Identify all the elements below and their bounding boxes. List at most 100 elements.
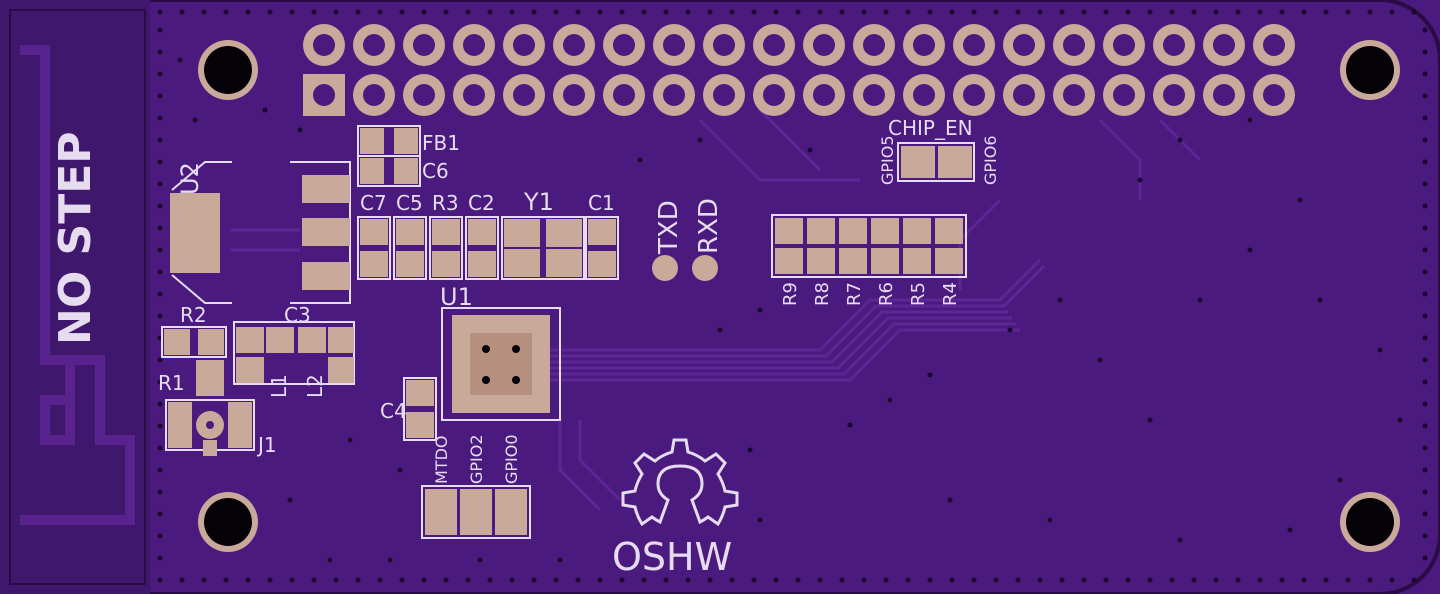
via [795, 577, 801, 583]
via [927, 9, 933, 15]
r9-label: R9 [780, 282, 801, 306]
via [1177, 537, 1183, 543]
c2-label: C2 [468, 191, 495, 215]
header-pin-hole [1013, 34, 1035, 56]
header-pin-hole [763, 34, 785, 56]
via [817, 577, 823, 583]
header-pin-hole [813, 84, 835, 106]
via [1059, 9, 1065, 15]
via [157, 115, 163, 121]
header-pin-hole [563, 34, 585, 56]
via [223, 577, 229, 583]
via [465, 9, 471, 15]
c7-label: C7 [360, 191, 387, 215]
via [1422, 489, 1428, 495]
via [1007, 327, 1013, 333]
via [1057, 297, 1063, 303]
via [157, 71, 163, 77]
via [575, 9, 581, 15]
via [1422, 335, 1428, 341]
via [267, 9, 273, 15]
via [157, 291, 163, 297]
via [993, 577, 999, 583]
header-pin-hole [863, 34, 885, 56]
via [157, 533, 163, 539]
via [1257, 9, 1263, 15]
resistor-pad [775, 218, 803, 244]
via [619, 577, 625, 583]
l2-label: L2 [303, 374, 327, 398]
via [1197, 297, 1203, 303]
via [993, 9, 999, 15]
via [192, 117, 198, 123]
via [773, 577, 779, 583]
via [333, 577, 339, 583]
via [377, 9, 383, 15]
via [883, 9, 889, 15]
via [311, 577, 317, 583]
via [157, 489, 163, 495]
via [773, 9, 779, 15]
via [707, 9, 713, 15]
via [1422, 115, 1428, 121]
via [1422, 27, 1428, 33]
via [729, 577, 735, 583]
resistor-pad [807, 248, 835, 274]
via [157, 467, 163, 473]
resistor-pad [839, 248, 867, 274]
via [553, 577, 559, 583]
r2-label: R2 [180, 303, 207, 327]
gpio5-label: GPIO5 [878, 135, 897, 185]
header-pin-hole [813, 34, 835, 56]
via [157, 93, 163, 99]
via [1323, 577, 1329, 583]
via [157, 511, 163, 517]
via [553, 9, 559, 15]
via [971, 9, 977, 15]
via [1422, 93, 1428, 99]
via [1422, 313, 1428, 319]
header-pin-hole [1163, 84, 1185, 106]
via-field [157, 9, 1428, 583]
via [597, 9, 603, 15]
via [1389, 577, 1395, 583]
resistor-pad [903, 248, 931, 274]
u2-regulator: U2 [170, 161, 351, 304]
header-pin-hole [463, 84, 485, 106]
via [399, 577, 405, 583]
serial-testpoints: TXD RXD [652, 198, 724, 281]
via [927, 577, 933, 583]
via [509, 577, 515, 583]
via [1422, 203, 1428, 209]
via [267, 577, 273, 583]
via [1377, 347, 1383, 353]
via [157, 225, 163, 231]
via [1015, 577, 1021, 583]
c4-label: C4 [380, 399, 407, 423]
via [1301, 577, 1307, 583]
via [157, 181, 163, 187]
header-pin-hole [613, 84, 635, 106]
gpio6-label: GPIO6 [981, 135, 1000, 185]
via [1177, 137, 1183, 143]
header-pin-hole [1013, 84, 1035, 106]
header-pin-hole [1113, 34, 1135, 56]
via [1411, 9, 1417, 15]
via [477, 557, 483, 563]
via [399, 9, 405, 15]
via [355, 577, 361, 583]
via [327, 557, 333, 563]
via [421, 9, 427, 15]
r3-label: R3 [432, 191, 459, 215]
via [311, 9, 317, 15]
resistor-pad [807, 218, 835, 244]
via [597, 577, 603, 583]
via [531, 577, 537, 583]
via [1097, 357, 1103, 363]
via [157, 379, 163, 385]
resistor-pad [935, 218, 963, 244]
via [847, 422, 853, 428]
via [751, 577, 757, 583]
via [949, 577, 955, 583]
via [177, 57, 183, 63]
